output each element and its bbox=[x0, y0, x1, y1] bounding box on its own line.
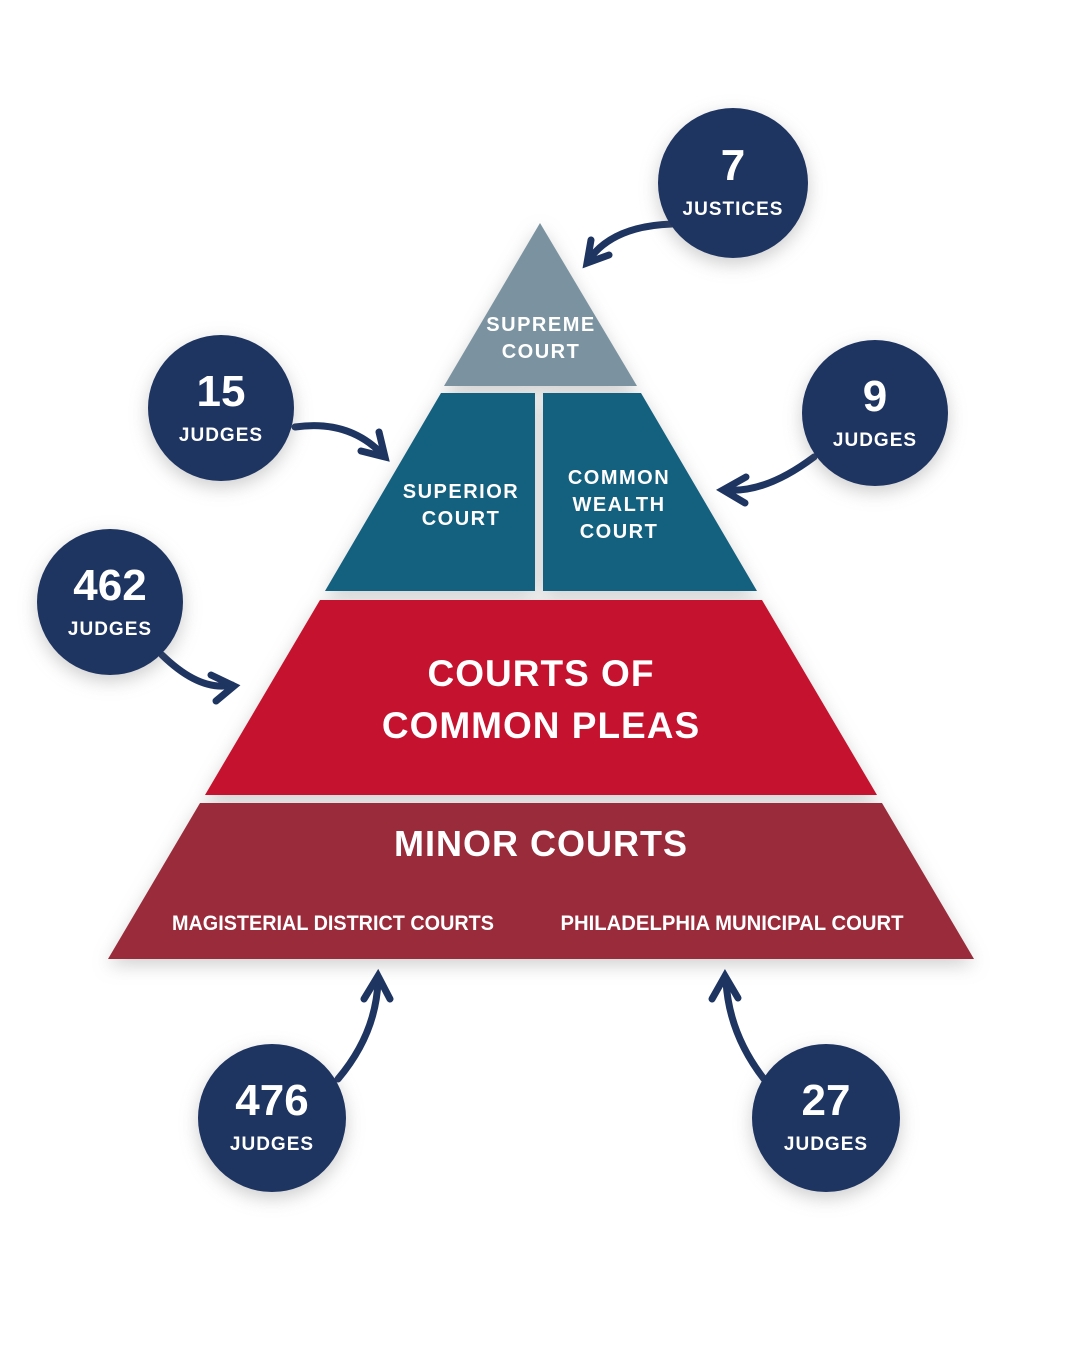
badge-label: JUDGES bbox=[68, 619, 152, 640]
arrows bbox=[158, 220, 818, 1083]
arrow-head-icon bbox=[716, 473, 750, 507]
badge-value: 15 bbox=[197, 367, 246, 416]
badge-circle bbox=[658, 108, 808, 258]
badge-value: 9 bbox=[863, 372, 887, 421]
superior-court-label-line1: SUPERIOR bbox=[403, 481, 519, 503]
badge-circle bbox=[802, 340, 948, 486]
arrow-curve bbox=[291, 422, 388, 460]
arrow-curve bbox=[722, 977, 768, 1083]
supreme-court-label-line1: SUPREME bbox=[486, 314, 595, 336]
arrow-judges-to-superior bbox=[291, 422, 390, 462]
arrow-judges-to-municipal bbox=[708, 969, 768, 1083]
badge-commonwealth-judges: 9 JUDGES bbox=[802, 340, 948, 486]
commonwealth-court-label-line1: COMMON bbox=[568, 467, 670, 489]
badge-circle bbox=[37, 529, 183, 675]
badge-value: 27 bbox=[802, 1076, 851, 1125]
commonwealth-court-label-line3: COURT bbox=[580, 521, 659, 543]
badge-circle bbox=[752, 1044, 900, 1192]
common-pleas-label-line2: COMMON PLEAS bbox=[382, 705, 700, 746]
tier-labels: SUPREME COURT SUPERIOR COURT COMMON WEAL… bbox=[172, 314, 904, 935]
arrow-curve bbox=[334, 977, 382, 1083]
arrow-judges-to-common-pleas bbox=[158, 651, 241, 705]
magisterial-district-courts-label: MAGISTERIAL DISTRICT COURTS bbox=[172, 912, 494, 935]
arrow-head-icon bbox=[207, 671, 241, 705]
arrow-head-icon bbox=[708, 969, 742, 1003]
tier-commonwealth-court-shape bbox=[543, 393, 757, 591]
minor-courts-heading: MINOR COURTS bbox=[394, 823, 688, 864]
arrow-justices-to-supreme bbox=[582, 220, 676, 269]
arrow-curve bbox=[584, 220, 676, 265]
badge-label: JUDGES bbox=[784, 1134, 868, 1155]
arrow-head-icon bbox=[360, 968, 394, 1003]
arrow-judges-to-magisterial bbox=[334, 968, 394, 1083]
pyramid bbox=[108, 223, 974, 959]
tier-minor-courts-shape bbox=[108, 803, 974, 959]
badge-supreme-justices: 7 JUSTICES bbox=[658, 108, 808, 258]
badge-value: 7 bbox=[721, 141, 745, 190]
supreme-court-label-line2: COURT bbox=[502, 341, 581, 363]
commonwealth-court-label-line2: WEALTH bbox=[572, 494, 665, 516]
tier-superior-court-shape bbox=[325, 393, 535, 591]
arrow-head-icon bbox=[357, 428, 390, 462]
badge-value: 476 bbox=[235, 1076, 308, 1125]
badge-label: JUDGES bbox=[833, 430, 917, 451]
arrow-curve bbox=[723, 453, 818, 494]
common-pleas-label-line1: COURTS OF bbox=[428, 653, 655, 694]
arrow-judges-to-commonwealth bbox=[716, 453, 818, 507]
tier-supreme-court-shape bbox=[444, 223, 637, 386]
badge-label: JUDGES bbox=[230, 1134, 314, 1155]
arrow-head-icon bbox=[582, 236, 613, 269]
superior-court-label-line2: COURT bbox=[422, 508, 501, 530]
badge-common-pleas-judges: 462 JUDGES bbox=[37, 529, 183, 675]
badge-municipal-judges: 27 JUDGES bbox=[752, 1044, 900, 1192]
badge-circle bbox=[148, 335, 294, 481]
badge-circle bbox=[198, 1044, 346, 1192]
tier-common-pleas-shape bbox=[205, 600, 877, 795]
badge-value: 462 bbox=[73, 561, 146, 610]
arrow-curve bbox=[158, 651, 236, 690]
badge-magisterial-judges: 476 JUDGES bbox=[198, 1044, 346, 1192]
badge-label: JUDGES bbox=[179, 425, 263, 446]
badge-superior-judges: 15 JUDGES bbox=[148, 335, 294, 481]
badge-label: JUSTICES bbox=[683, 199, 784, 220]
philadelphia-municipal-court-label: PHILADELPHIA MUNICIPAL COURT bbox=[561, 912, 904, 935]
badges: 7 JUSTICES 15 JUDGES 9 JUDGES 462 JUDGES bbox=[37, 108, 948, 1192]
